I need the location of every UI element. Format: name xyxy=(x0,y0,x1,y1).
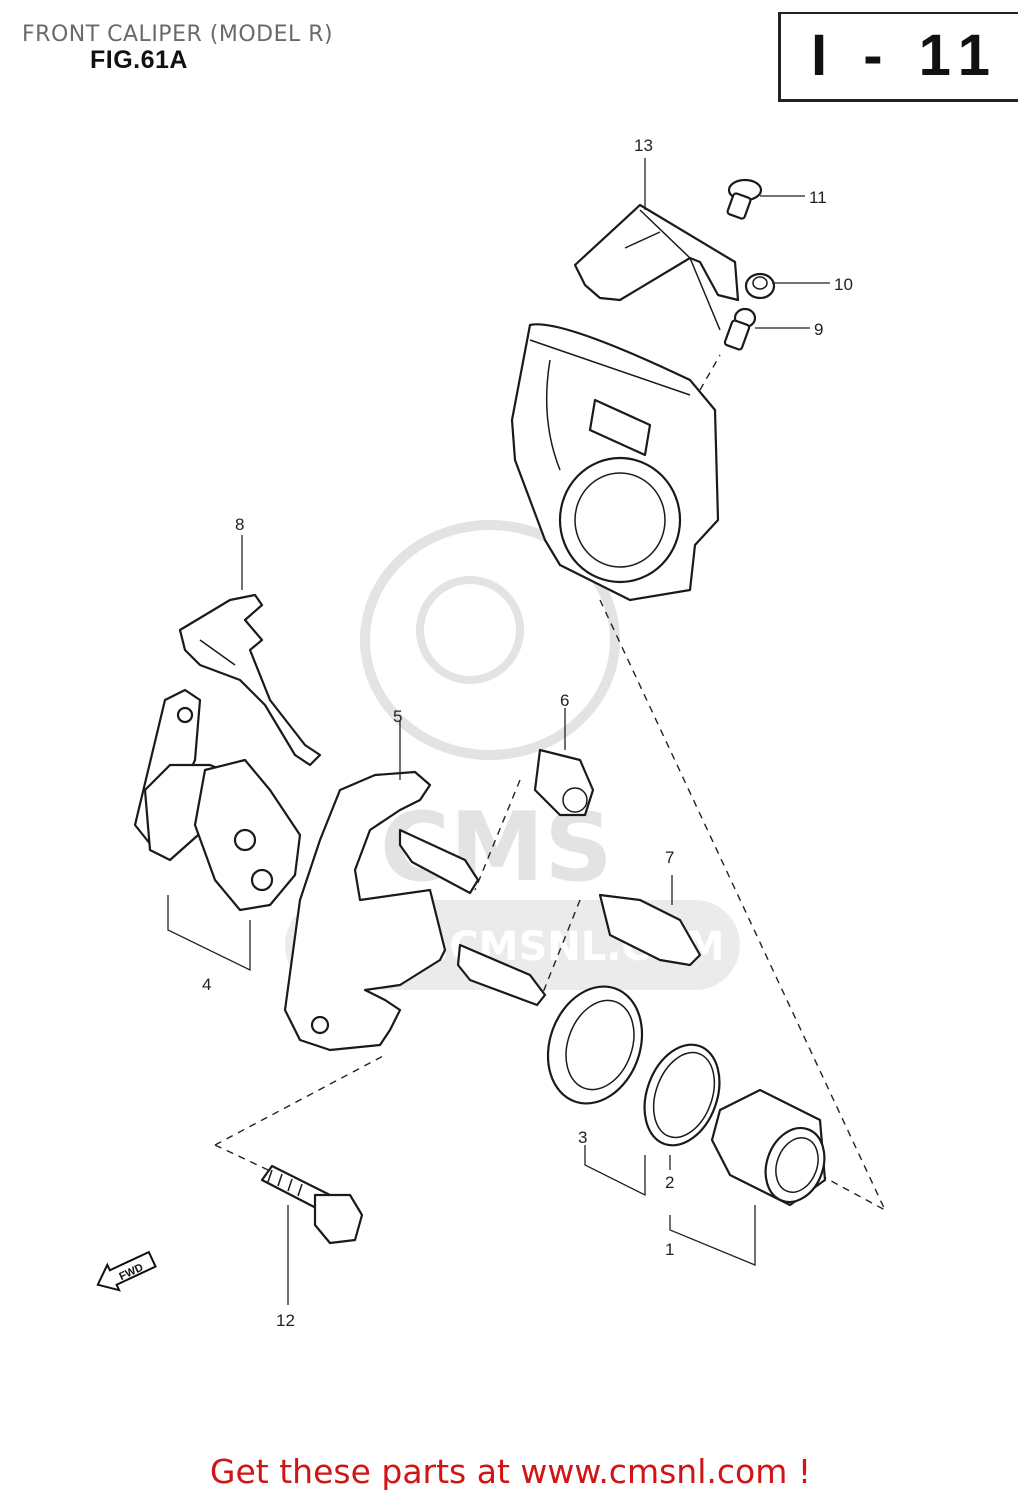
slide-pin-icon xyxy=(398,828,547,1007)
callout-9: 9 xyxy=(814,320,823,339)
caliper-bracket-icon xyxy=(283,770,447,1052)
callout-1: 1 xyxy=(665,1240,674,1259)
screw-icon xyxy=(726,178,763,220)
callout-2: 2 xyxy=(665,1173,674,1192)
callout-13: 13 xyxy=(634,136,653,155)
caliper-body-icon xyxy=(510,323,720,602)
mounting-bolt-icon xyxy=(260,1164,364,1245)
callout-numbers: 1 2 3 4 5 6 7 8 9 10 11 12 13 xyxy=(202,136,853,1330)
pad-spring-icon xyxy=(178,593,322,767)
figure-label: FIG.61A xyxy=(90,46,188,74)
callout-5: 5 xyxy=(393,707,402,726)
slide-pin-icon-2 xyxy=(598,893,702,967)
callout-8: 8 xyxy=(235,515,244,534)
rubber-boot-icon xyxy=(533,748,595,817)
callout-10: 10 xyxy=(834,275,853,294)
callout-11: 11 xyxy=(809,188,827,207)
piston-icon xyxy=(710,1088,827,1207)
brake-pad-icon xyxy=(133,688,302,912)
bleeder-cap-icon xyxy=(744,272,776,300)
fwd-arrow-icon: FWD xyxy=(96,1250,157,1292)
callout-3: 3 xyxy=(578,1128,587,1147)
callout-leader-lines xyxy=(167,158,830,1305)
cover-plate-icon xyxy=(573,203,740,331)
callout-7: 7 xyxy=(665,848,674,867)
callout-12: 12 xyxy=(276,1311,295,1330)
page-title: FRONT CALIPER (MODEL R) xyxy=(22,22,334,47)
piston-seal-icon xyxy=(643,1043,721,1147)
section-code: I - 11 xyxy=(811,23,1000,88)
footer-parts-link[interactable]: Get these parts at www.cmsnl.com ! xyxy=(209,1452,812,1491)
callout-6: 6 xyxy=(560,691,569,710)
bleeder-valve-icon xyxy=(723,307,757,351)
section-box: I - 11 xyxy=(778,12,1018,102)
assembly-guide-lines xyxy=(214,354,886,1211)
callout-4: 4 xyxy=(202,975,211,994)
dust-seal-icon xyxy=(546,985,644,1105)
